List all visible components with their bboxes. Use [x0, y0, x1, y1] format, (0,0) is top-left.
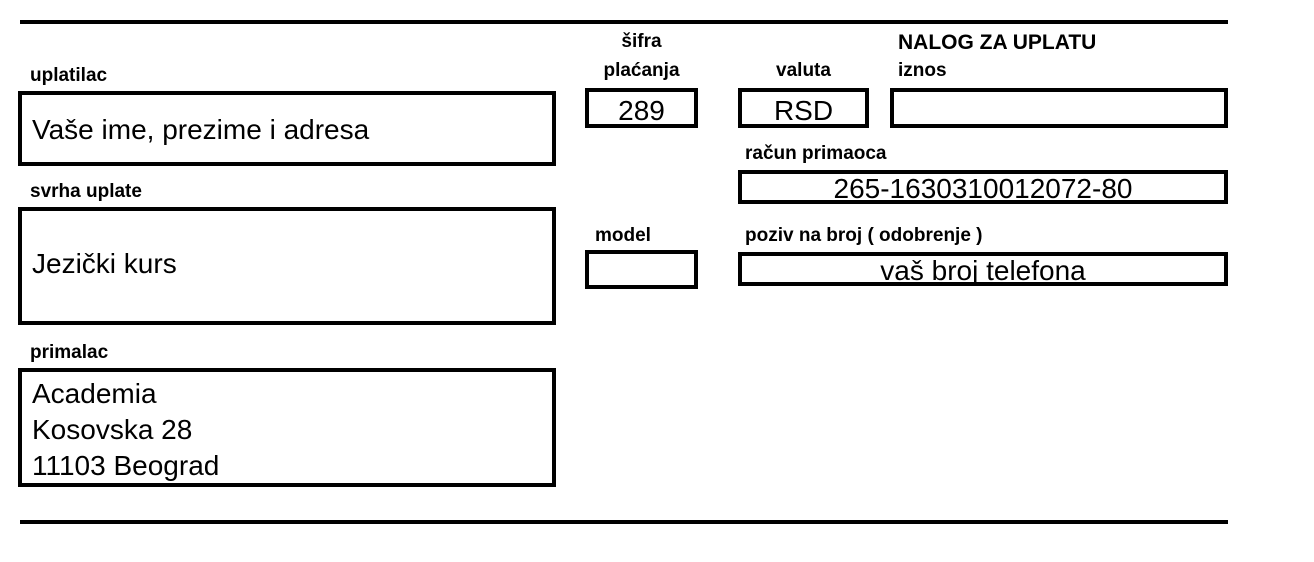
recipient-line: 11103 Beograd [32, 450, 220, 481]
recipient-address-block: Academia Kosovska 28 11103 Beograd [32, 376, 219, 484]
recipient-account-value: 265-1630310012072-80 [833, 173, 1133, 204]
currency-field[interactable]: RSD [738, 88, 869, 128]
recipient-field[interactable]: Academia Kosovska 28 11103 Beograd [18, 368, 556, 487]
currency-value: RSD [773, 95, 834, 126]
purpose-field[interactable]: Jezički kurs [18, 207, 556, 325]
bottom-divider-rule [20, 520, 1228, 524]
recipient-label: primalac [30, 342, 109, 363]
recipient-line: Kosovska 28 [32, 414, 193, 445]
top-divider-rule [20, 20, 1228, 24]
recipient-account-label: račun primaoca [745, 143, 887, 164]
payer-value: Vaše ime, prezime i adresa [32, 114, 370, 145]
payment-code-label-line2: plaćanja [603, 60, 680, 81]
purpose-label: svrha uplate [30, 181, 142, 202]
reference-number-value: vaš broj telefona [880, 255, 1086, 286]
payer-field[interactable]: Vaše ime, prezime i adresa [18, 91, 556, 166]
payer-label: uplatilac [30, 65, 108, 86]
payment-code-label-line1: šifra [621, 31, 662, 52]
payment-code-value: 289 [618, 95, 665, 126]
amount-label: iznos [898, 60, 947, 81]
model-label: model [595, 225, 651, 246]
amount-field[interactable] [890, 88, 1228, 128]
reference-number-label: poziv na broj ( odobrenje ) [745, 225, 983, 246]
payment-code-field[interactable]: 289 [585, 88, 698, 128]
currency-label: valuta [776, 60, 831, 81]
reference-number-field[interactable]: vaš broj telefona [738, 252, 1228, 286]
purpose-value: Jezički kurs [32, 248, 177, 279]
document-title: NALOG ZA UPLATU [898, 31, 1097, 54]
model-field[interactable] [585, 250, 698, 289]
recipient-account-field[interactable]: 265-1630310012072-80 [738, 170, 1228, 204]
recipient-line: Academia [32, 378, 157, 409]
